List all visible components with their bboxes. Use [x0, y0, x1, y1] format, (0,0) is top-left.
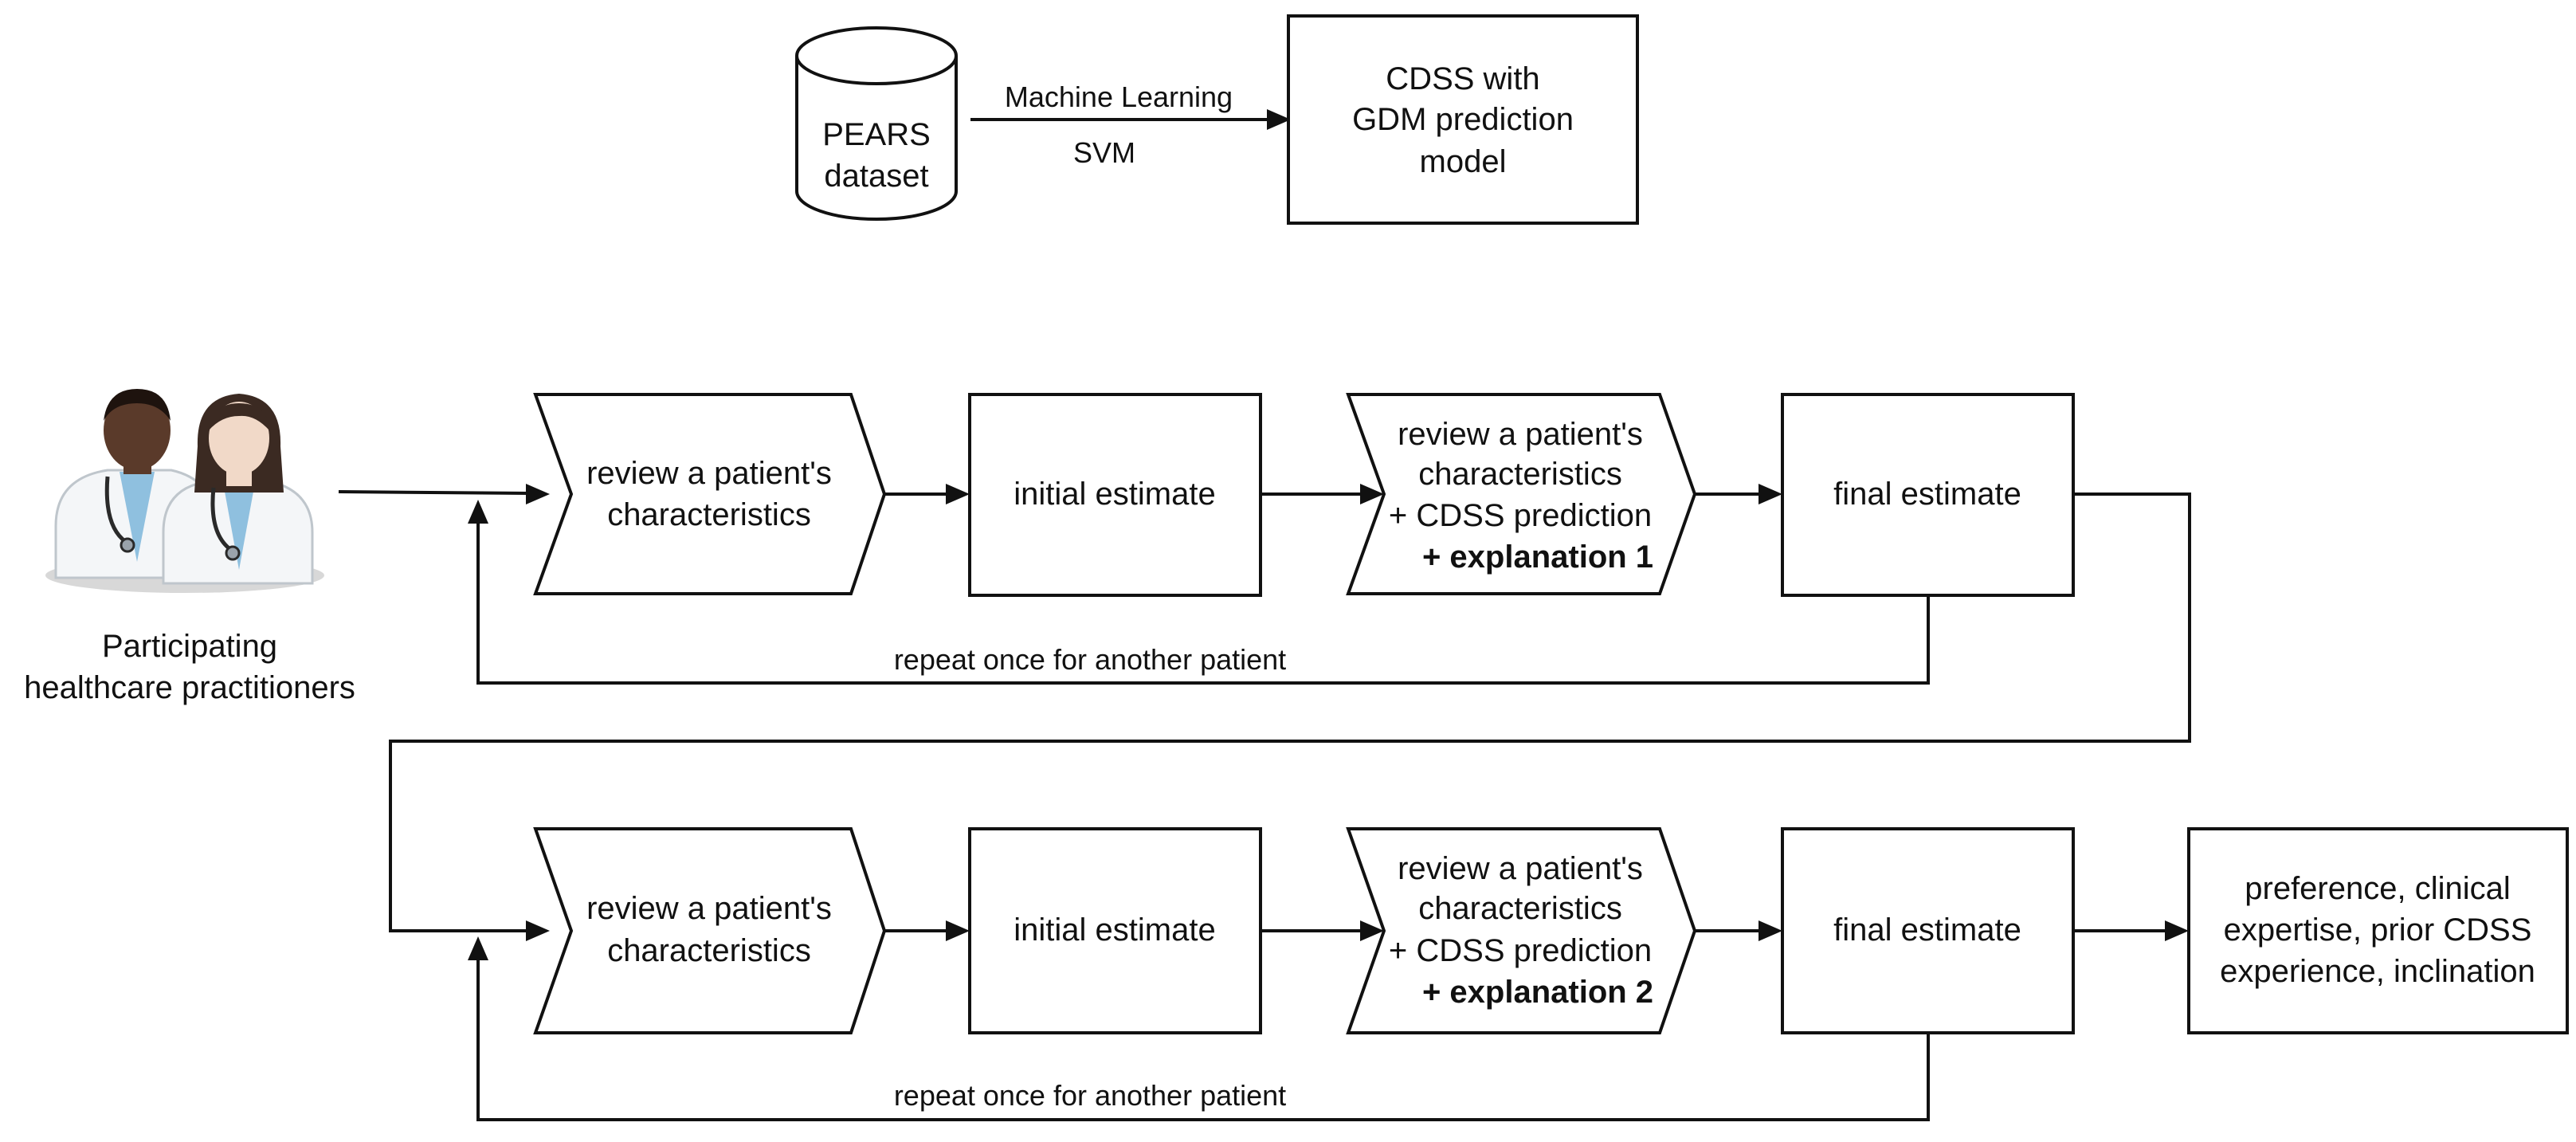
- row-1-review-cdss-line-2: characteristics: [1418, 457, 1622, 492]
- cdss-model-line-1: CDSS with: [1386, 61, 1539, 96]
- pears-dataset-cylinder: PEARS dataset: [795, 26, 958, 221]
- row-transition-connector: [389, 493, 2191, 941]
- row-1-review-cdss-step: review a patient's characteristics + CDS…: [1346, 393, 1697, 595]
- dataset-label-line-2: dataset: [824, 159, 928, 194]
- row-1-review-line-1: review a patient's: [586, 456, 832, 491]
- outcome-line-1: preference, clinical: [2245, 871, 2511, 906]
- row-2-review-cdss-line-4: + explanation 2: [1422, 975, 1653, 1010]
- participants-label-line-2: healthcare practitioners: [24, 670, 355, 705]
- outcome-line-2: expertise, prior CDSS: [2224, 912, 2532, 948]
- cdss-model-line-2: GDM prediction: [1352, 102, 1574, 137]
- row-2-explanation-label: explanation 2: [1449, 975, 1653, 1010]
- machine-learning-label: Machine Learning: [1005, 80, 1233, 113]
- participants-label-line-1: Participating: [102, 629, 277, 664]
- row-1-plus-sign: +: [1422, 540, 1449, 575]
- cdss-model-line-3: model: [1420, 144, 1507, 179]
- machine-learning-arrow: Machine Learning SVM: [970, 80, 1291, 169]
- row-1-loop-label: repeat once for another patient: [894, 643, 1286, 676]
- outcome-measures-box: preference, clinical expertise, prior CD…: [2187, 827, 2569, 1034]
- row-2-review-cdss-line-1: review a patient's: [1398, 851, 1643, 886]
- row-2-review-cdss-line-2: characteristics: [1418, 891, 1622, 926]
- outcome-line-3: experience, inclination: [2220, 954, 2535, 989]
- row-1-review-line-2: characteristics: [607, 497, 811, 532]
- row-2-review-step: review a patient's characteristics: [533, 827, 887, 1034]
- row-2-review-line-1: review a patient's: [586, 891, 832, 926]
- cdss-model-box: CDSS with GDM prediction model: [1287, 14, 1639, 225]
- row-2-loop-label: repeat once for another patient: [894, 1079, 1286, 1112]
- row-1-final-estimate: final estimate: [1781, 393, 2075, 597]
- row-1-initial-estimate-label: initial estimate: [1014, 477, 1215, 512]
- row-1-review-cdss-line-4: + explanation 1: [1422, 540, 1653, 575]
- row-1-final-estimate-label: final estimate: [1833, 477, 2021, 512]
- healthcare-practitioners-icon: [45, 389, 324, 593]
- row-2-plus-sign: +: [1422, 975, 1449, 1010]
- row-2-final-estimate-label: final estimate: [1833, 912, 2021, 948]
- row-2-review-line-2: characteristics: [607, 933, 811, 968]
- row-1-initial-estimate: initial estimate: [968, 393, 1262, 597]
- row-1-flow: repeat once for another patient review a…: [338, 393, 2075, 685]
- row-1-explanation-label: explanation 1: [1449, 540, 1653, 575]
- row-1-review-cdss-line-1: review a patient's: [1398, 417, 1643, 452]
- svm-label: SVM: [1073, 136, 1135, 169]
- row-2-review-cdss-step: review a patient's characteristics + CDS…: [1346, 827, 1697, 1034]
- row-2-initial-estimate-label: initial estimate: [1014, 912, 1215, 948]
- dataset-label-line-1: PEARS: [822, 117, 931, 152]
- row-1-review-step: review a patient's characteristics: [533, 393, 887, 595]
- row-2-final-estimate: final estimate: [1781, 827, 2075, 1034]
- row-2-flow: repeat once for another patient review a…: [468, 827, 2569, 1121]
- row-2-review-cdss-line-3: + CDSS prediction: [1389, 933, 1652, 968]
- row-1-review-cdss-line-3: + CDSS prediction: [1389, 498, 1652, 533]
- row-2-initial-estimate: initial estimate: [968, 827, 1262, 1034]
